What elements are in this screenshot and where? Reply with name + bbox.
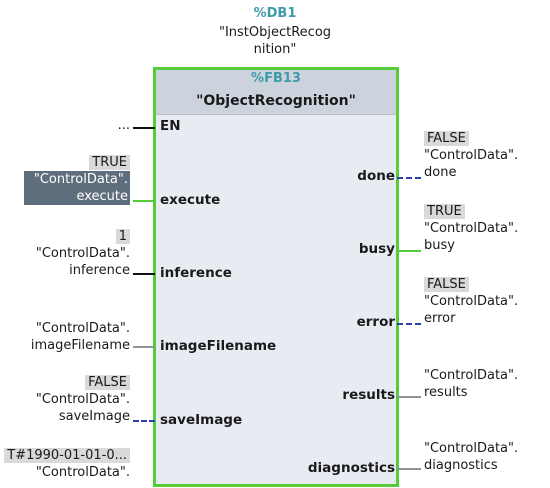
pin-done: done: [357, 168, 395, 184]
execute-operand[interactable]: TRUE "ControlData". execute: [23, 154, 130, 205]
diagnostics-wire[interactable]: [397, 468, 421, 470]
execute-tag-line2: execute: [23, 188, 130, 205]
instance-db-name-line1: "InstObjectRecog: [218, 25, 332, 40]
pin-diagnostics: diagnostics: [307, 460, 395, 476]
inference-operand[interactable]: 1 "ControlData". inference: [36, 228, 130, 279]
en-wire[interactable]: [133, 127, 155, 129]
inference-value: 1: [115, 229, 130, 244]
results-tag-line2: results: [424, 385, 468, 400]
block-header: %FB13 "ObjectRecognition": [156, 70, 396, 115]
inference-tag-line1: "ControlData".: [35, 246, 130, 261]
diagnostics-tag-line1: "ControlData".: [424, 441, 519, 456]
busy-operand[interactable]: TRUE "ControlData". busy: [424, 203, 518, 254]
done-wire[interactable]: [397, 177, 421, 179]
saveimage-value: FALSE: [85, 375, 130, 390]
error-tag-line2: error: [424, 311, 456, 326]
error-wire[interactable]: [397, 323, 421, 325]
timestamp-tag-line1: "ControlData".: [35, 465, 130, 480]
timestamp-operand[interactable]: T#1990-01-01-0... "ControlData".: [4, 447, 130, 481]
diagnostics-operand[interactable]: "ControlData". diagnostics: [424, 440, 518, 474]
results-operand[interactable]: "ControlData". results: [424, 367, 518, 401]
instance-db-name-line2: nition": [253, 42, 297, 57]
busy-tag-line2: busy: [424, 238, 455, 253]
en-operand[interactable]: ...: [117, 118, 130, 133]
pin-saveimage: saveImage: [160, 412, 243, 428]
done-value: FALSE: [424, 131, 469, 146]
results-tag-line1: "ControlData".: [424, 368, 519, 383]
pin-inference: inference: [160, 265, 232, 281]
instance-db-name[interactable]: "InstObjectRecog nition": [190, 24, 360, 58]
error-operand[interactable]: FALSE "ControlData". error: [424, 276, 518, 327]
done-tag-line1: "ControlData".: [424, 148, 519, 163]
block-name: "ObjectRecognition": [196, 93, 356, 109]
instance-db-address: %DB1: [253, 6, 297, 21]
execute-value: TRUE: [89, 155, 130, 170]
done-operand[interactable]: FALSE "ControlData". done: [424, 130, 518, 181]
saveimage-tag-line2: saveImage: [58, 409, 130, 424]
error-tag-line1: "ControlData".: [424, 294, 519, 309]
imagefilename-tag-line1: "ControlData".: [35, 321, 130, 336]
imagefilename-operand[interactable]: "ControlData". imageFilename: [31, 320, 130, 354]
results-wire[interactable]: [397, 396, 421, 398]
pin-imagefilename: imageFilename: [160, 338, 277, 354]
timestamp-value: T#1990-01-01-0...: [4, 448, 130, 463]
inference-tag-line2: inference: [69, 263, 130, 278]
inference-wire[interactable]: [133, 273, 155, 275]
pin-busy: busy: [358, 241, 395, 257]
done-tag-line2: done: [424, 165, 457, 180]
pin-results: results: [342, 387, 395, 403]
block-address: %FB13: [251, 71, 301, 86]
error-value: FALSE: [424, 277, 469, 292]
diagnostics-tag-line2: diagnostics: [424, 458, 498, 473]
busy-value: TRUE: [424, 204, 465, 219]
pin-execute: execute: [160, 192, 221, 208]
imagefilename-wire[interactable]: [133, 346, 155, 348]
pin-en: EN: [160, 118, 181, 134]
function-block-box[interactable]: %FB13 "ObjectRecognition": [153, 67, 399, 487]
imagefilename-tag-line2: imageFilename: [30, 338, 130, 353]
pin-error: error: [356, 314, 395, 330]
execute-tag-line1: "ControlData".: [23, 171, 130, 188]
saveimage-operand[interactable]: FALSE "ControlData". saveImage: [36, 374, 130, 425]
busy-tag-line1: "ControlData".: [424, 221, 519, 236]
busy-wire[interactable]: [397, 250, 421, 252]
saveimage-wire[interactable]: [133, 420, 155, 422]
saveimage-tag-line1: "ControlData".: [35, 392, 130, 407]
execute-wire[interactable]: [133, 200, 155, 202]
